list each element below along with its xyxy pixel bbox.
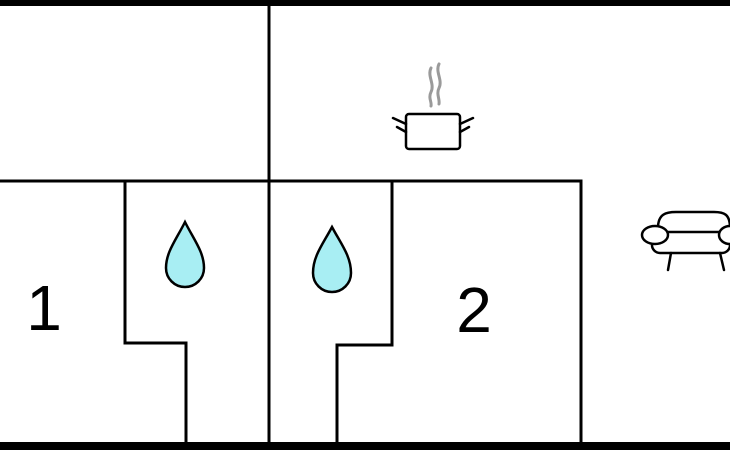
sofa-leg-right bbox=[718, 251, 726, 272]
pot-handle-left-tip bbox=[395, 125, 408, 134]
room-label-1: 1 bbox=[26, 272, 62, 344]
cooking-pot-icon bbox=[391, 62, 475, 151]
pot-handle-left bbox=[391, 116, 408, 126]
bathroom-2-walls bbox=[335, 179, 394, 446]
sofa-leg-left bbox=[666, 251, 673, 272]
steam-line bbox=[436, 62, 442, 106]
bathroom-1-walls bbox=[123, 179, 188, 446]
sofa-armrest-left bbox=[640, 224, 670, 246]
room-label-2: 2 bbox=[456, 274, 492, 346]
sofa-armrest-right bbox=[717, 224, 730, 246]
sofa-icon bbox=[640, 210, 730, 272]
water-drop-icon bbox=[164, 219, 206, 289]
pot-handle-right-tip bbox=[458, 125, 471, 134]
pot-body bbox=[404, 112, 462, 151]
water-drop-icon bbox=[311, 224, 353, 294]
sofa-back bbox=[656, 210, 730, 229]
pot-handle-right bbox=[458, 116, 475, 126]
steam-line bbox=[428, 66, 434, 108]
